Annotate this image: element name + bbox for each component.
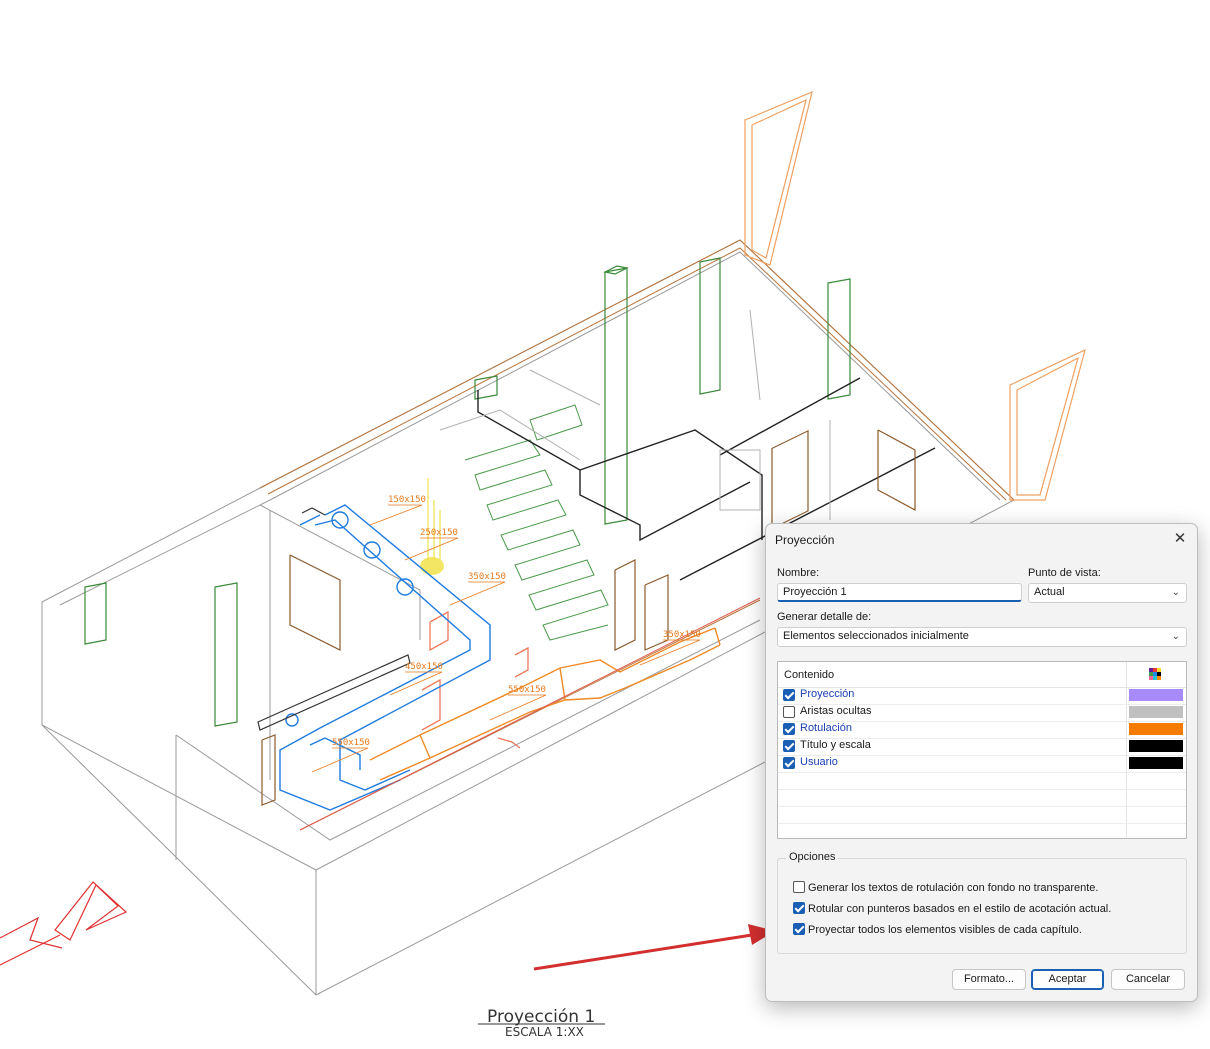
color-swatch[interactable] bbox=[1129, 757, 1183, 769]
drawing-title: Proyección 1 bbox=[487, 1007, 595, 1027]
column bbox=[699, 257, 721, 395]
content-row-label: Proyección bbox=[800, 688, 855, 700]
aristas-checkbox[interactable] bbox=[783, 706, 795, 718]
dimension-label: 550x150 bbox=[508, 685, 546, 695]
content-list-header: Contenido bbox=[778, 662, 1186, 688]
north-arrow-icon bbox=[0, 881, 128, 966]
color-swatch[interactable] bbox=[1129, 723, 1183, 735]
projection-dialog: Proyección ✕ Nombre: Proyección 1 Punto … bbox=[765, 523, 1198, 1002]
chevron-down-icon: ⌄ bbox=[1171, 587, 1180, 598]
content-row-label: Título y escala bbox=[800, 739, 871, 751]
content-row-empty bbox=[778, 772, 1186, 790]
viewpoint-label: Punto de vista: bbox=[1028, 567, 1101, 579]
name-label: Nombre: bbox=[777, 567, 820, 579]
accept-button[interactable]: Aceptar bbox=[1031, 969, 1104, 990]
dimension-label: 150x150 bbox=[388, 495, 426, 505]
options-legend: Opciones bbox=[786, 851, 839, 863]
dialog-title: Proyección bbox=[775, 533, 835, 547]
dimension-label: 450x150 bbox=[405, 662, 443, 672]
column bbox=[603, 265, 629, 525]
column bbox=[827, 278, 851, 400]
color-swatch[interactable] bbox=[1129, 689, 1183, 701]
viewpoint-value: Actual bbox=[1034, 586, 1065, 598]
dimension-label: 250x150 bbox=[420, 528, 458, 538]
dimension-label: 350x150 bbox=[663, 630, 701, 640]
dimension-label: 550x150 bbox=[332, 738, 370, 748]
dimension-label: 350x150 bbox=[468, 572, 506, 582]
color-swatch[interactable] bbox=[1129, 740, 1183, 752]
content-row-proyeccion[interactable]: Proyección bbox=[778, 687, 1186, 705]
content-row-label: Usuario bbox=[800, 756, 838, 768]
option-project-all[interactable]: Proyectar todos los elementos visibles d… bbox=[793, 923, 1082, 936]
close-icon[interactable]: ✕ bbox=[1173, 530, 1187, 547]
rotulacion-checkbox[interactable] bbox=[783, 723, 795, 735]
option-checkbox[interactable] bbox=[793, 923, 805, 935]
format-button[interactable]: Formato... bbox=[952, 969, 1026, 990]
option-label: Generar los textos de rotulación con fon… bbox=[808, 882, 1099, 894]
proyeccion-checkbox[interactable] bbox=[783, 689, 795, 701]
option-label: Rotular con punteros basados en el estil… bbox=[808, 903, 1112, 915]
column bbox=[214, 582, 238, 727]
option-leader-style[interactable]: Rotular con punteros basados en el estil… bbox=[793, 902, 1111, 915]
drawing-scale: ESCALA 1:XX bbox=[505, 1025, 584, 1039]
option-label: Proyectar todos los elementos visibles d… bbox=[808, 924, 1082, 936]
content-row-empty bbox=[778, 789, 1186, 807]
option-checkbox[interactable] bbox=[793, 902, 805, 914]
content-row-rotulacion[interactable]: Rotulación bbox=[778, 721, 1186, 739]
content-row-label: Aristas ocultas bbox=[800, 705, 872, 717]
content-row-aristas[interactable]: Aristas ocultas bbox=[778, 704, 1186, 722]
chevron-down-icon: ⌄ bbox=[1171, 631, 1180, 642]
cancel-button[interactable]: Cancelar bbox=[1111, 969, 1185, 990]
content-row-empty bbox=[778, 806, 1186, 824]
detail-select[interactable]: Elementos seleccionados inicialmente ⌄ bbox=[777, 627, 1187, 647]
options-group: Opciones Generar los textos de rotulació… bbox=[777, 851, 1187, 954]
annotation-arrow bbox=[533, 933, 753, 971]
usuario-checkbox[interactable] bbox=[783, 757, 795, 769]
content-row-usuario[interactable]: Usuario bbox=[778, 755, 1186, 773]
color-swatch[interactable] bbox=[1129, 706, 1183, 718]
detail-value: Elementos seleccionados inicialmente bbox=[783, 630, 969, 642]
option-opaque-text[interactable]: Generar los textos de rotulación con fon… bbox=[793, 881, 1098, 894]
content-header-label: Contenido bbox=[784, 669, 835, 681]
content-row-label: Rotulación bbox=[800, 722, 852, 734]
content-list: Contenido Proyección Aristas ocultas Rot… bbox=[777, 661, 1187, 839]
color-palette-icon[interactable] bbox=[1149, 668, 1161, 680]
content-row-titulo[interactable]: Título y escala bbox=[778, 738, 1186, 756]
name-input[interactable]: Proyección 1 bbox=[777, 583, 1022, 602]
detail-label: Generar detalle de: bbox=[777, 611, 872, 623]
titulo-checkbox[interactable] bbox=[783, 740, 795, 752]
option-checkbox[interactable] bbox=[793, 881, 805, 893]
column bbox=[84, 582, 107, 645]
viewpoint-select[interactable]: Actual ⌄ bbox=[1028, 583, 1187, 603]
